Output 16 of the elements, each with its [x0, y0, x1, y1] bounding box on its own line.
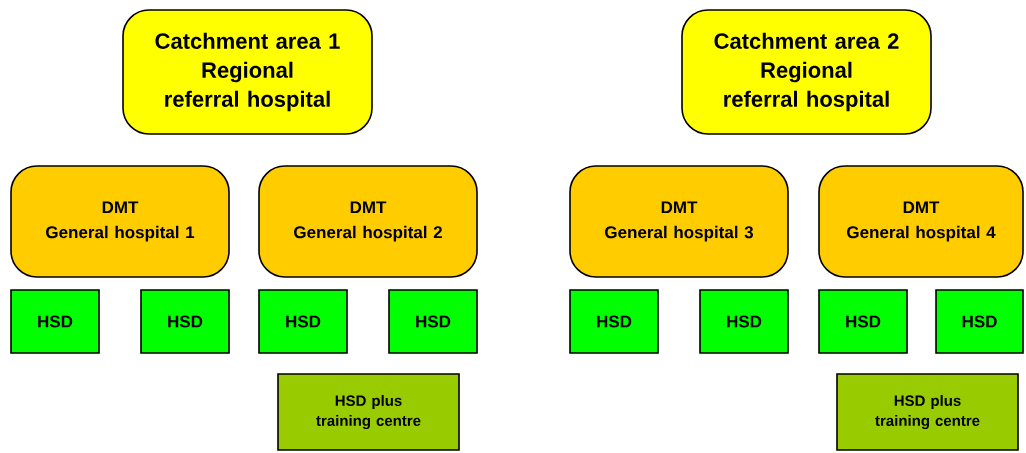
service-box: HSD: [818, 289, 908, 354]
service-box: HSD: [258, 289, 348, 354]
service-box: HSD: [935, 289, 1024, 354]
hospital-box: Catchment area 2 Regional referral hospital: [681, 9, 932, 135]
service-box: HSD: [140, 289, 230, 354]
service-box: HSD: [10, 289, 100, 354]
training-centre-box: HSD plus training centre: [836, 373, 1019, 451]
service-box: HSD: [569, 289, 659, 354]
service-box: HSD: [699, 289, 789, 354]
hospital-box: DMT General hospital 1: [10, 165, 230, 278]
hospital-box: DMT General hospital 3: [569, 165, 789, 278]
hospital-box: DMT General hospital 2: [258, 165, 478, 278]
hospital-box: Catchment area 1 Regional referral hospital: [122, 9, 373, 135]
service-box: HSD: [388, 289, 478, 354]
training-centre-box: HSD plus training centre: [277, 373, 460, 451]
hospital-box: DMT General hospital 4: [818, 165, 1024, 278]
